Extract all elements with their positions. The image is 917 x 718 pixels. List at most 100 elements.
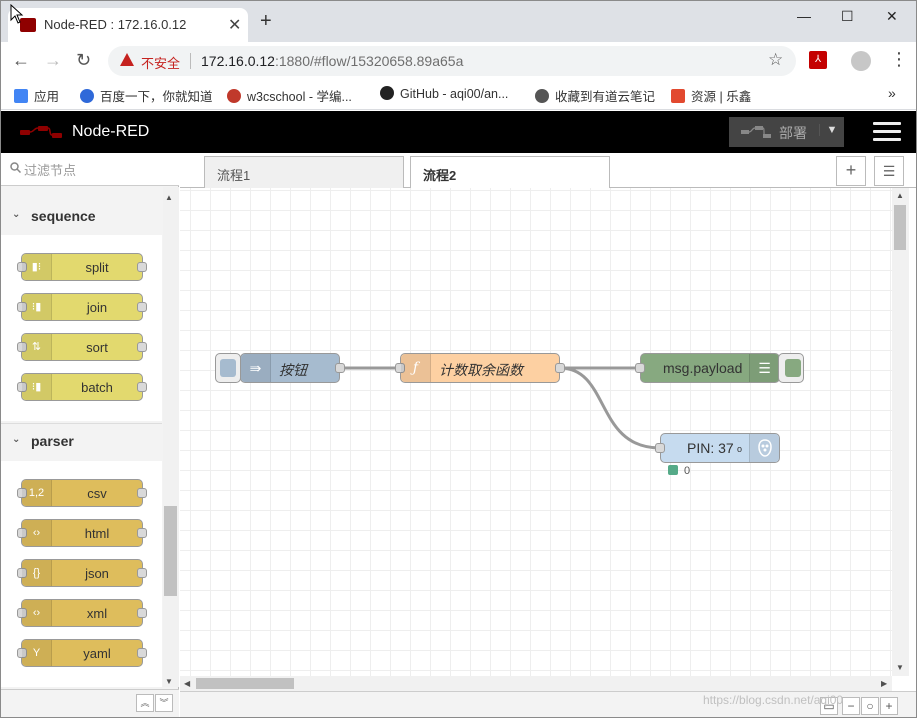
- flow-canvas[interactable]: ⇛ 按钮 ƒ 计数取余函数 msg.payload ☰ PIN: 37 o 0: [180, 188, 892, 676]
- security-label[interactable]: 不安全: [141, 56, 181, 71]
- scroll-down-arrow-icon[interactable]: ▼: [896, 663, 904, 672]
- output-port: [137, 382, 147, 392]
- palette-node-xml[interactable]: ‹› xml: [17, 599, 147, 627]
- bookmarks-overflow-icon[interactable]: »: [888, 85, 896, 101]
- bookmark-espressif[interactable]: 资源 | 乐鑫: [671, 86, 751, 105]
- category-parser[interactable]: ⌄ parser: [0, 423, 162, 459]
- zoom-in-button[interactable]: +: [880, 697, 898, 715]
- yaml-icon: Y: [22, 640, 52, 666]
- inject-trigger-fill: [220, 359, 236, 377]
- navigator-icon[interactable]: ▭: [820, 697, 838, 715]
- palette-filter: [0, 153, 179, 186]
- close-window-button[interactable]: ✕: [886, 8, 898, 24]
- canvas-horizontal-thumb[interactable]: [196, 678, 294, 689]
- profile-avatar[interactable]: [851, 51, 871, 71]
- function-node[interactable]: ƒ 计数取余函数: [395, 353, 565, 383]
- new-tab-button[interactable]: +: [260, 10, 272, 32]
- maximize-button[interactable]: ☐: [841, 8, 854, 24]
- output-port[interactable]: [335, 363, 345, 373]
- collapse-all-button[interactable]: ︽: [136, 694, 154, 712]
- output-port: [137, 608, 147, 618]
- tab-close-icon[interactable]: ✕: [228, 17, 242, 34]
- tab-flow-2[interactable]: 流程2: [410, 156, 610, 189]
- inject-trigger-button[interactable]: [215, 353, 241, 383]
- palette-node-csv[interactable]: 1,2 csv: [17, 479, 147, 507]
- scroll-right-arrow-icon[interactable]: ▶: [881, 679, 888, 688]
- debug-node[interactable]: msg.payload ☰: [635, 353, 780, 383]
- scroll-left-arrow-icon[interactable]: ◀: [184, 679, 191, 688]
- canvas-horizontal-scrollbar[interactable]: [180, 676, 892, 691]
- deploy-label: 部署: [779, 125, 807, 141]
- zoom-reset-button[interactable]: ○: [861, 697, 879, 715]
- raspberry-pi-icon: [749, 434, 779, 462]
- sort-icon: ⇅: [22, 334, 52, 360]
- input-port[interactable]: [395, 363, 405, 373]
- apps-icon: [14, 89, 28, 103]
- rpi-gpio-out-node[interactable]: PIN: 37 o: [655, 433, 780, 463]
- node-label: msg.payload: [663, 360, 743, 376]
- canvas-vertical-scrollbar[interactable]: [892, 188, 909, 676]
- mouse-cursor-icon: [10, 4, 24, 24]
- palette-node-yaml[interactable]: Y yaml: [17, 639, 147, 667]
- palette-node-join[interactable]: ⁝▮ join: [17, 293, 147, 321]
- palette-filter-input[interactable]: [24, 160, 169, 180]
- expand-all-button[interactable]: ︾: [155, 694, 173, 712]
- bookmark-star-icon[interactable]: ☆: [768, 50, 784, 69]
- debug-toggle-button[interactable]: [778, 353, 804, 383]
- reload-button[interactable]: ↻: [76, 50, 92, 70]
- w3cschool-owl-icon: [227, 89, 241, 103]
- canvas-vertical-thumb[interactable]: [894, 205, 906, 250]
- bookmark-apps[interactable]: 应用: [14, 86, 59, 105]
- tab-flow-1[interactable]: 流程1: [204, 156, 404, 188]
- chevron-down-icon: ⌄: [12, 209, 21, 220]
- palette-node-html[interactable]: ‹› html: [17, 519, 147, 547]
- input-port[interactable]: [655, 443, 665, 453]
- search-icon: [10, 162, 22, 176]
- browser-tab[interactable]: Node-RED : 172.16.0.12 ✕: [8, 8, 248, 42]
- scroll-down-arrow-icon[interactable]: ▼: [165, 677, 173, 686]
- main-menu-icon[interactable]: [873, 122, 901, 146]
- browser-tabstrip: Node-RED : 172.16.0.12 ✕ + — ☐ ✕: [0, 0, 917, 42]
- deploy-button[interactable]: 部署 ▼: [729, 117, 844, 147]
- palette-node-json[interactable]: {} json: [17, 559, 147, 587]
- forward-button[interactable]: →: [44, 50, 62, 70]
- output-port[interactable]: [555, 363, 565, 373]
- scroll-up-arrow-icon[interactable]: ▲: [896, 191, 904, 200]
- pdf-extension-icon[interactable]: ⅄: [809, 51, 827, 69]
- palette-node-sort[interactable]: ⇅ sort: [17, 333, 147, 361]
- flow-list-button[interactable]: ☰: [874, 156, 904, 186]
- minimize-button[interactable]: —: [797, 8, 811, 24]
- back-button[interactable]: ←: [12, 50, 30, 70]
- chevron-down-icon: ⌄: [12, 434, 21, 445]
- category-sequence[interactable]: ⌄ sequence: [0, 199, 162, 235]
- scroll-up-arrow-icon[interactable]: ▲: [165, 193, 173, 202]
- bookmark-github[interactable]: GitHub - aqi00/an...: [380, 86, 508, 101]
- csv-icon: 1,2: [22, 480, 52, 506]
- node-red-favicon-icon: [20, 18, 36, 32]
- address-bar[interactable]: 不安全 172.16.0.12:1880/#flow/15320658.89a6…: [108, 46, 796, 76]
- palette-node-batch[interactable]: ⁝▮ batch: [17, 373, 147, 401]
- deploy-dropdown-icon[interactable]: ▼: [819, 124, 844, 136]
- bookmark-w3cschool[interactable]: w3cschool - 学编...: [227, 86, 352, 105]
- output-port: [137, 488, 147, 498]
- url-text[interactable]: 172.16.0.12:1880/#flow/15320658.89a65a: [201, 53, 464, 69]
- zoom-out-button[interactable]: −: [842, 697, 860, 715]
- split-icon: ▮⁝: [22, 254, 52, 280]
- palette-scroll-thumb[interactable]: [164, 506, 177, 596]
- browser-menu-icon[interactable]: ⋮: [890, 49, 908, 69]
- add-flow-button[interactable]: +: [836, 156, 866, 186]
- browser-toolbar: ← → ↻ 不安全 172.16.0.12:1880/#flow/1532065…: [0, 42, 917, 80]
- category-label: sequence: [31, 208, 96, 224]
- baidu-paw-icon: [80, 89, 94, 103]
- palette-scrollbar[interactable]: [163, 187, 179, 687]
- bookmark-youdao[interactable]: 收藏到有道云笔记: [535, 86, 655, 105]
- tab-title: Node-RED : 172.16.0.12: [44, 17, 187, 32]
- input-port: [17, 382, 27, 392]
- inject-node[interactable]: ⇛ 按钮: [240, 353, 345, 383]
- input-port[interactable]: [635, 363, 645, 373]
- palette-node-label: html: [84, 526, 110, 541]
- category-label: parser: [31, 433, 74, 449]
- bookmark-baidu[interactable]: 百度一下，你就知道: [80, 86, 213, 105]
- app-title: Node-RED: [72, 123, 150, 140]
- palette-node-split[interactable]: ▮⁝ split: [17, 253, 147, 281]
